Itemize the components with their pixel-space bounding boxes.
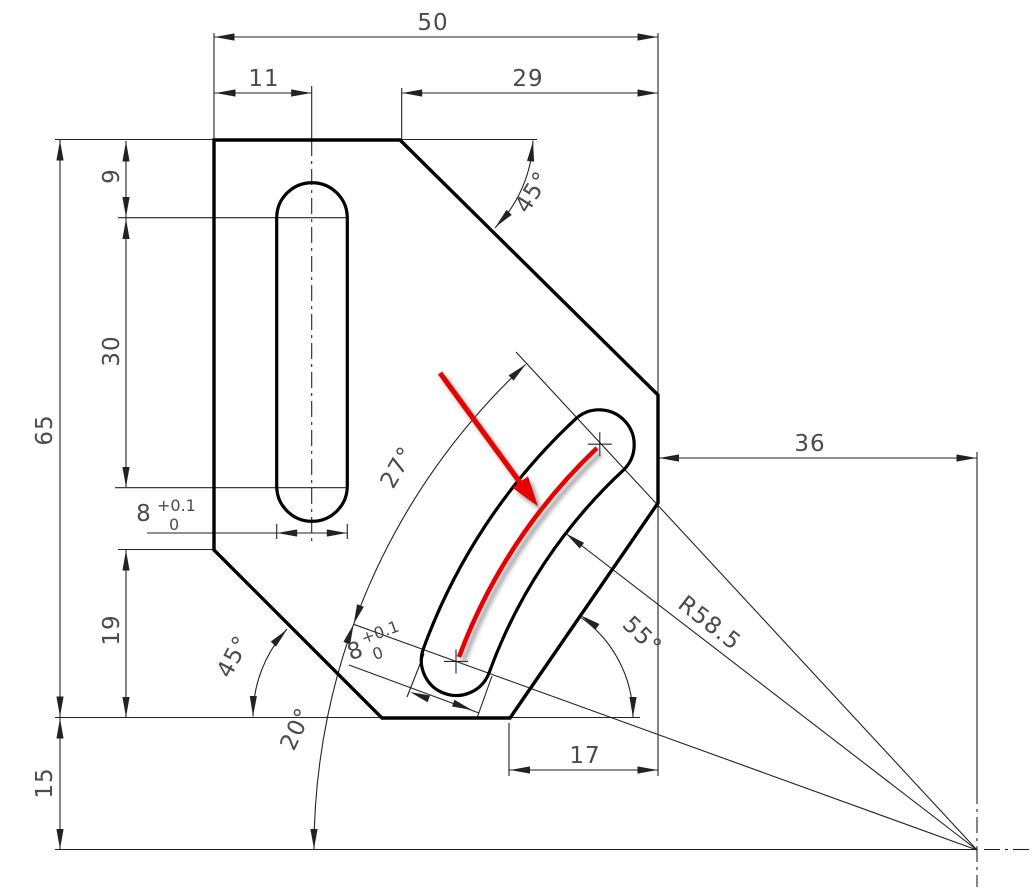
dim-bottom-right-width: 17 xyxy=(569,743,600,769)
dim-arc-slot-width-group: 8 +0.1 0 xyxy=(344,617,402,666)
dim-arc-slot-tol-plus: +0.1 xyxy=(359,617,402,648)
vertical-slot xyxy=(275,181,349,523)
part-outline xyxy=(212,138,660,720)
dim-slot-length: 30 xyxy=(99,335,125,366)
dimension-lines xyxy=(55,33,978,851)
dim-lower-left-height: 19 xyxy=(99,614,125,645)
red-arrow xyxy=(437,371,538,507)
dim-right-offset: 36 xyxy=(794,431,825,457)
arc-centre-marks xyxy=(444,432,612,674)
highlight-group xyxy=(437,371,599,658)
dim-slot-width-tol-plus: +0.1 xyxy=(157,496,196,515)
dim-arc-start-angle: 20° xyxy=(276,704,318,755)
dim-chamfer-bottom-angle: 45° xyxy=(212,631,256,682)
dim-total-height: 65 xyxy=(32,414,58,445)
dim-top-right-width: 29 xyxy=(512,66,543,92)
dim-right-edge-angle: 55° xyxy=(617,611,667,660)
dim-chamfer-top-angle: 45° xyxy=(510,167,555,218)
red-highlight-arc xyxy=(456,446,599,658)
dim-baseline-offset: 15 xyxy=(32,767,58,798)
dim-arc-span-angle: 27° xyxy=(376,442,420,493)
dim-radius: R58.5 xyxy=(673,591,746,656)
center-lines xyxy=(311,140,1034,887)
curved-slot xyxy=(419,408,636,697)
dimension-arrowheads xyxy=(56,33,977,849)
dim-arc-slot-tol-minus: 0 xyxy=(370,643,386,664)
dim-top-width: 50 xyxy=(417,10,448,36)
dim-slot-top-offset: 9 xyxy=(99,168,125,184)
dim-slot-width-tol-minus: 0 xyxy=(169,515,179,534)
dim-slot-width: 8 xyxy=(136,501,152,527)
dim-slot-offset: 11 xyxy=(248,66,279,92)
dim-slot-width-group: 8 +0.1 0 xyxy=(136,496,196,534)
